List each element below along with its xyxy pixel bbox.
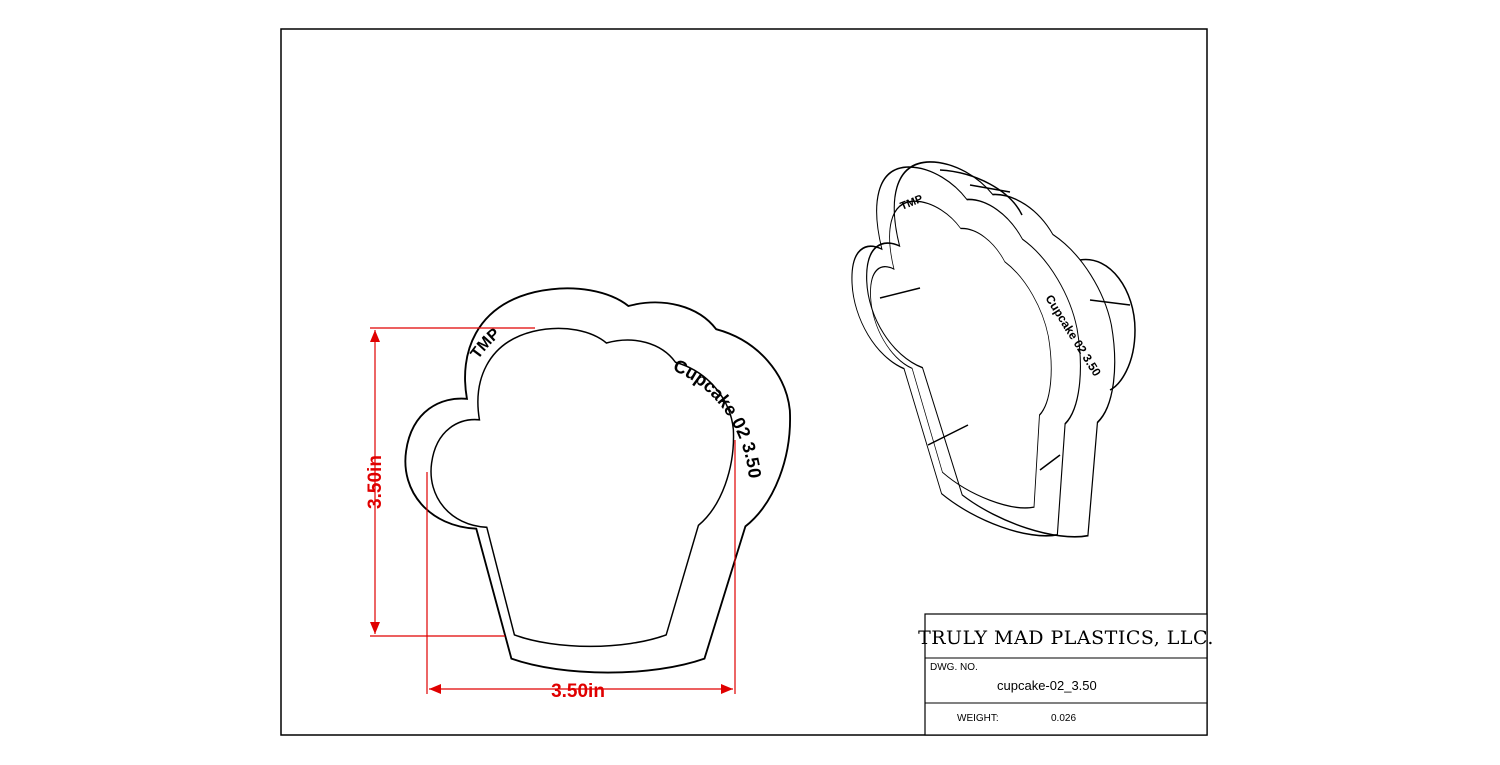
front-view: TMP Cupcake 02 3.50 — [404, 287, 792, 674]
name-size-emboss: Cupcake 02 3.50 — [670, 355, 765, 479]
iso-depth-line-5 — [969, 184, 1011, 193]
name-emboss: Cupcake 02 — [670, 355, 754, 441]
title-block-frame — [924, 613, 1208, 736]
iso-depth-line-3 — [1039, 454, 1061, 471]
dwg-no-value: cupcake-02_3.50 — [997, 678, 1097, 693]
isometric-view — [830, 130, 1147, 568]
iso-name-emboss: Cupcake 02 3.50 — [1042, 292, 1104, 379]
iso-rim-right — [1079, 258, 1136, 391]
iso-back-outline — [844, 130, 1147, 568]
dimension-height — [370, 327, 535, 637]
height-label: 3.50in — [365, 455, 386, 509]
drawing-border — [280, 28, 1208, 736]
iso-front-inner-outline — [852, 174, 1077, 534]
weight-value: 0.026 — [1051, 713, 1076, 724]
dwg-no-label: DWG. NO. — [930, 662, 978, 673]
width-arrow-right — [721, 684, 733, 694]
title-block: TRULY MAD PLASTICS, LLC. DWG. NO. cupcak… — [918, 613, 1214, 736]
company-name: TRULY MAD PLASTICS, LLC. — [918, 627, 1214, 649]
iso-depth-line-2 — [927, 424, 969, 446]
height-arrow-bottom — [370, 622, 380, 634]
iso-rim-top — [939, 169, 1023, 216]
size-emboss: 3.50 — [738, 440, 765, 480]
iso-brand-emboss: TMP — [899, 193, 925, 213]
dimension-width — [426, 440, 736, 694]
cutter-outer-outline — [404, 287, 792, 674]
width-label: 3.50in — [551, 681, 605, 702]
weight-label: WEIGHT: — [957, 713, 999, 724]
iso-depth-line-4 — [1089, 299, 1131, 306]
brand-emboss: TMP — [468, 325, 504, 362]
iso-depth-line-1 — [879, 287, 921, 299]
height-arrow-top — [370, 330, 380, 342]
width-arrow-left — [429, 684, 441, 694]
